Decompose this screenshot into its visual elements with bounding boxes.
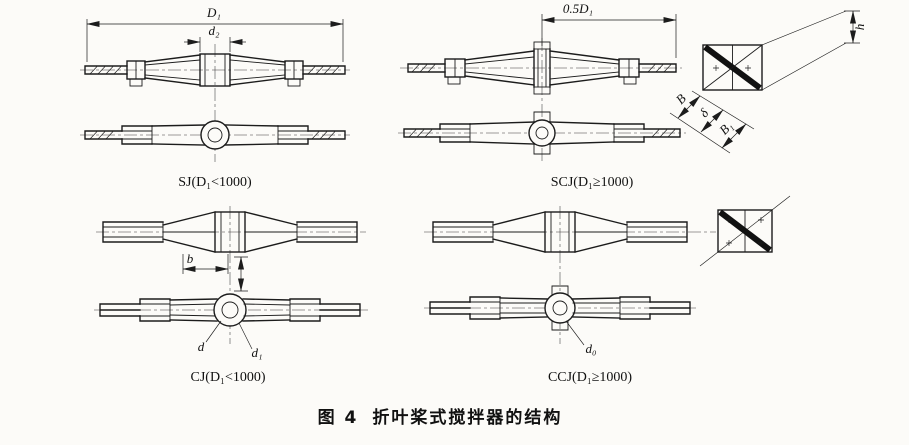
cj-plan-view: [99, 293, 361, 327]
sj-plan-view: [84, 120, 346, 150]
scj-dim-half-d1: 0.5D₁: [541, 1, 677, 58]
weld-cross-marks: [726, 217, 764, 246]
ccj-dim-d0-label: d₀: [585, 341, 596, 356]
blade-section-detail-bottom: [699, 195, 791, 267]
sj-elevation-view: [84, 53, 346, 87]
cj-dim-d1-label: d₁: [251, 345, 262, 360]
sj-dim-d2-label: d₂: [208, 23, 220, 38]
cj-dim-b: b: [182, 251, 229, 274]
figure-caption: 图 4 折叶桨式搅拌器的结构: [0, 403, 880, 428]
scj-subfigure: 0.5D₁: [398, 1, 686, 190]
sj-dim-d1: D₁: [86, 5, 344, 62]
sj-label: SJ(D₁<1000): [178, 175, 252, 190]
cj-subfigure: b d d₁ CJ(D₁<1000): [94, 206, 368, 385]
sj-dim-d2: d₂: [184, 23, 246, 52]
section-dim-h: h: [844, 10, 867, 44]
blade-section-detail-top: h B δ B₁: [669, 10, 867, 154]
scj-dim-half-d1-label: 0.5D₁: [563, 1, 593, 16]
weld-cross-marks: [713, 65, 751, 71]
ccj-dim-d0: d₀: [565, 320, 597, 356]
scj-elevation-view: [407, 41, 677, 95]
cj-top-view: [102, 211, 358, 253]
caption-title: 折叶桨式搅拌器的结构: [372, 408, 563, 428]
ccj-top-view: [432, 211, 688, 253]
ccj-plan-view: [429, 285, 691, 331]
ccj-label: CCJ(D₁≥1000): [548, 370, 632, 385]
cj-dim-blade-width: [234, 256, 248, 292]
section-dim-b-label: B: [673, 91, 689, 107]
section-dims-b-delta-b1: B δ B₁: [669, 91, 755, 154]
cj-dim-d1: d₁: [238, 322, 263, 360]
section-dim-h-label: h: [852, 24, 867, 31]
section-dim-delta-label: δ: [696, 105, 712, 121]
cj-dim-d: d: [198, 320, 222, 354]
caption-number: 图 4: [317, 408, 359, 428]
sj-dim-d1-label: D₁: [206, 5, 221, 20]
cj-label: CJ(D₁<1000): [191, 370, 266, 385]
cj-dim-d-label: d: [198, 339, 205, 354]
ccj-subfigure: d₀ CCJ(D₁≥1000): [424, 206, 716, 385]
section-dim-b1-label: B₁: [716, 118, 735, 137]
scj-label: SCJ(D₁≥1000): [551, 175, 634, 190]
scj-plan-view: [403, 111, 681, 155]
sj-subfigure: D₁ d₂: [80, 5, 350, 190]
cj-dim-b-label: b: [187, 251, 194, 266]
